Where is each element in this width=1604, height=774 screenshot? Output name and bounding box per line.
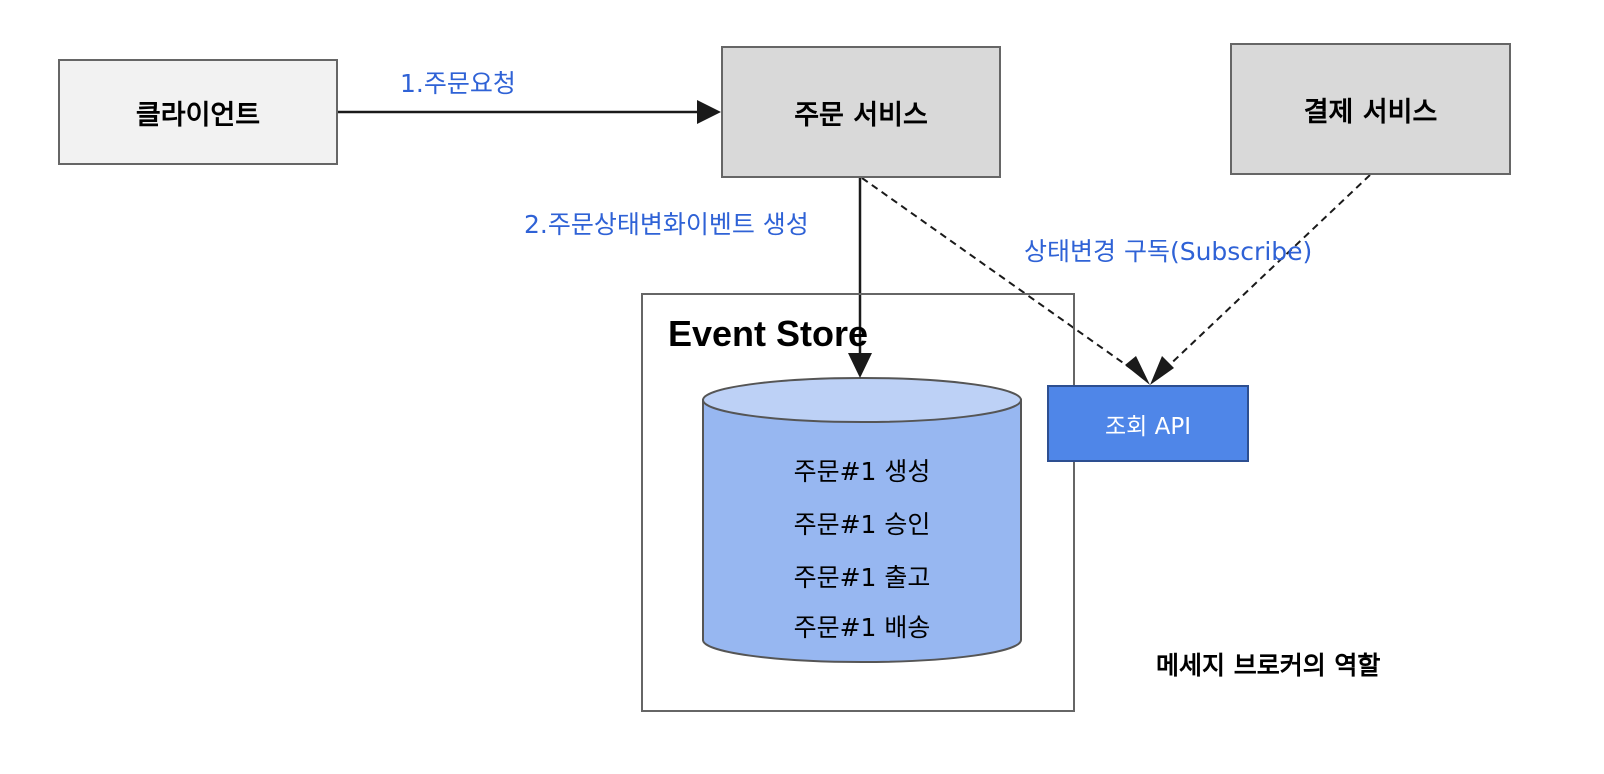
payment-service-node: 결제 서비스 (1230, 43, 1511, 175)
event-item: 주문#1 출고 (793, 563, 931, 592)
order-service-node: 주문 서비스 (721, 46, 1001, 178)
event-item: 주문#1 생성 (793, 457, 931, 486)
event-create-label: 2.주문상태변화이벤트 생성 (524, 210, 809, 239)
query-api-label: 조회 API (1104, 413, 1192, 440)
client-label: 클라이언트 (135, 99, 261, 131)
client-node: 클라이언트 (58, 59, 338, 165)
edge-subscribe-order (861, 177, 1150, 385)
event-item: 주문#1 배송 (793, 613, 931, 642)
order-service-label: 주문 서비스 (794, 99, 928, 131)
order-request-label: 1.주문요청 (400, 69, 516, 98)
subscribe-label: 상태변경 구독(Subscribe) (1024, 237, 1313, 266)
diagram-caption: 메세지 브로커의 역할 (1156, 651, 1381, 680)
event-store-cylinder (702, 377, 1022, 663)
edge-subscribe-payment (1150, 174, 1371, 385)
event-item: 주문#1 승인 (793, 510, 931, 539)
query-api-node: 조회 API (1047, 385, 1249, 462)
event-store-title: Event Store (668, 313, 869, 354)
edge-event-create (848, 178, 872, 378)
edge-order-request (338, 100, 721, 124)
payment-service-label: 결제 서비스 (1303, 96, 1438, 128)
event-store-frame (641, 293, 1075, 712)
